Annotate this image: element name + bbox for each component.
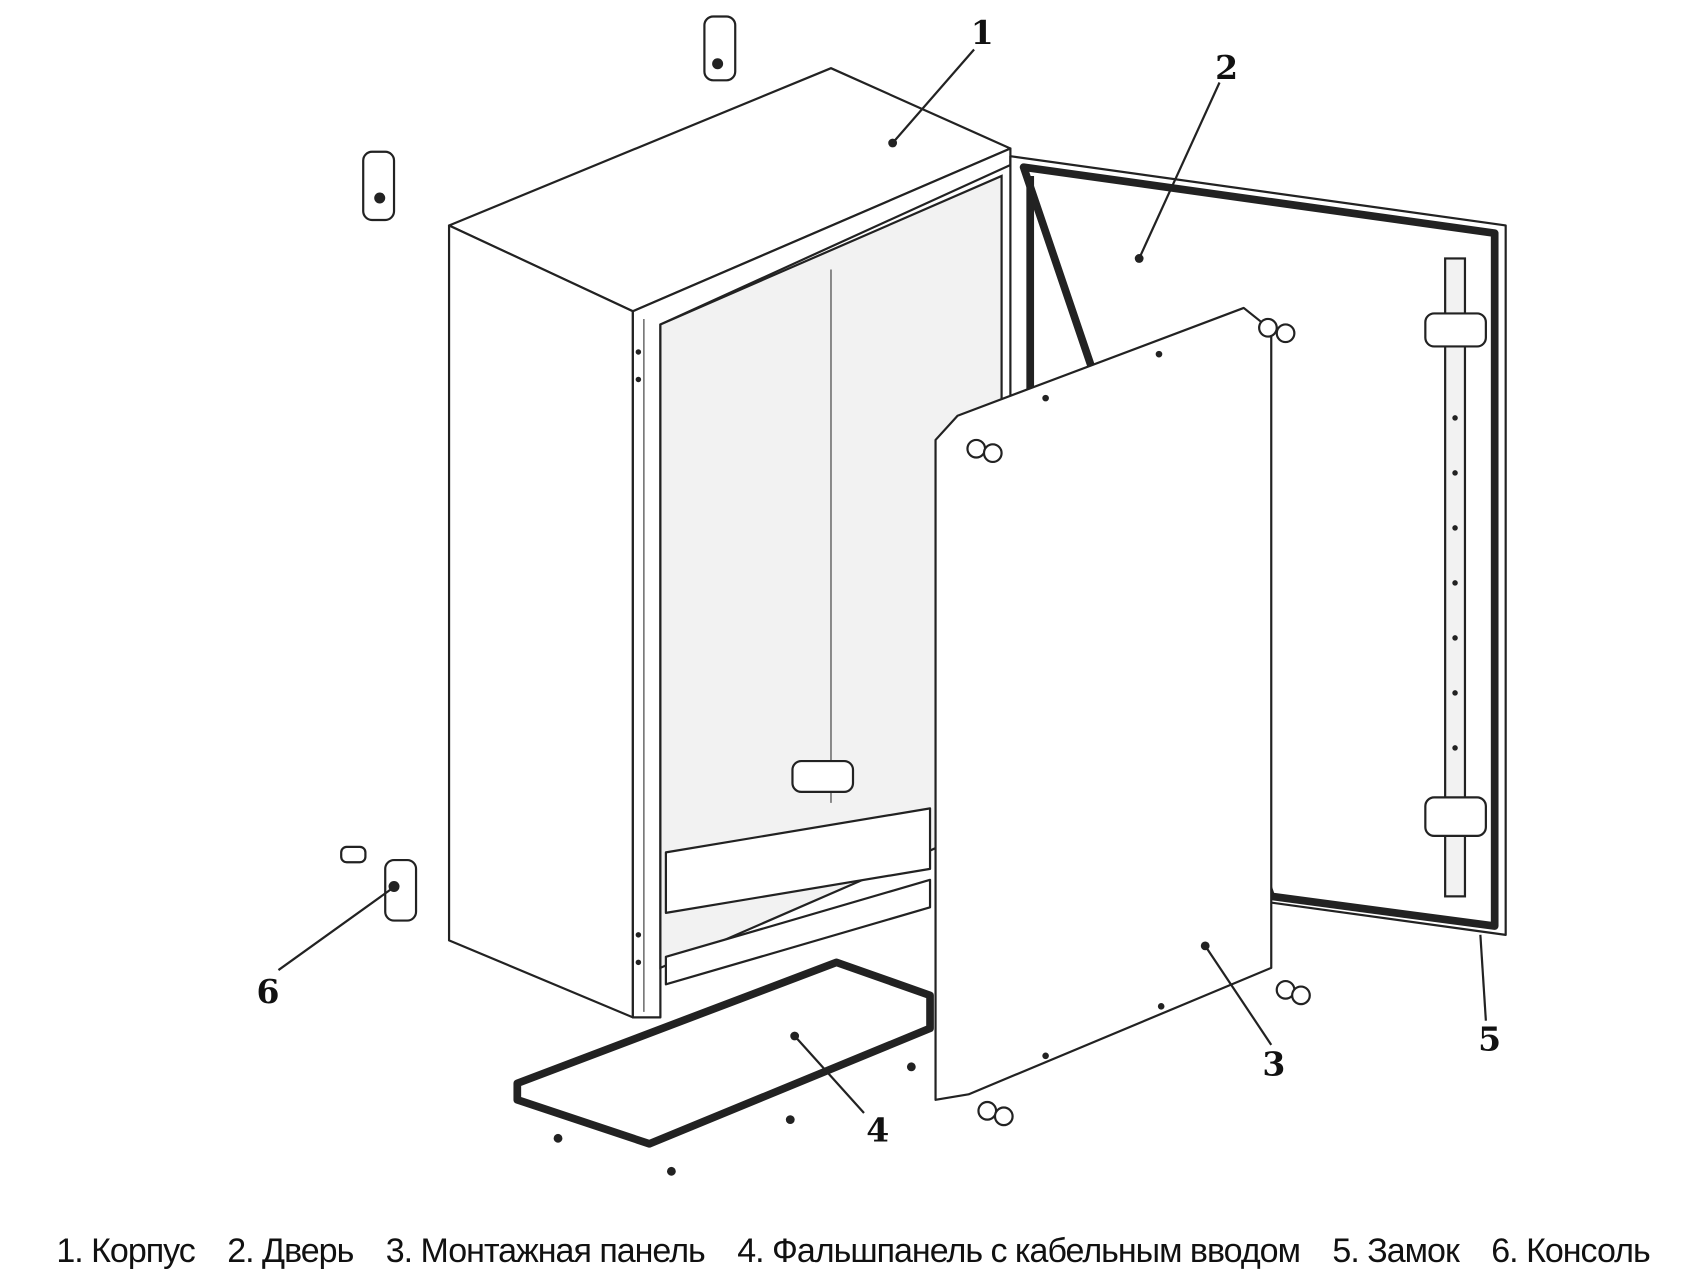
cabinet-body bbox=[447, 67, 1012, 1019]
callout-5: 5 bbox=[1478, 1019, 1501, 1058]
callout-4: 4 bbox=[866, 1111, 889, 1150]
callout-1: 1 bbox=[971, 13, 994, 52]
callout-2: 2 bbox=[1215, 48, 1238, 87]
callout-3: 3 bbox=[1262, 1045, 1285, 1084]
legend-item-mounting-panel: 3. Монтажная панель bbox=[385, 1232, 706, 1270]
door-rail-holes bbox=[1452, 415, 1458, 751]
legend-item-false-panel: 4. Фальшпанель с кабельным вводом bbox=[737, 1232, 1301, 1270]
callout-6: 6 bbox=[256, 972, 279, 1011]
legend-item-lock: 5. Замок bbox=[1332, 1232, 1459, 1270]
legend-caption: 1. Корпус 2. Дверь 3. Монтажная панель 4… bbox=[0, 1232, 1706, 1271]
mounting-panel bbox=[934, 306, 1311, 1127]
legend-item-body: 1. Корпус bbox=[56, 1232, 195, 1270]
leader-lines bbox=[277, 48, 1487, 1114]
wall-brackets bbox=[340, 15, 855, 922]
legend-item-door: 2. Дверь bbox=[227, 1232, 354, 1270]
legend-item-console: 6. Консоль bbox=[1491, 1232, 1650, 1270]
